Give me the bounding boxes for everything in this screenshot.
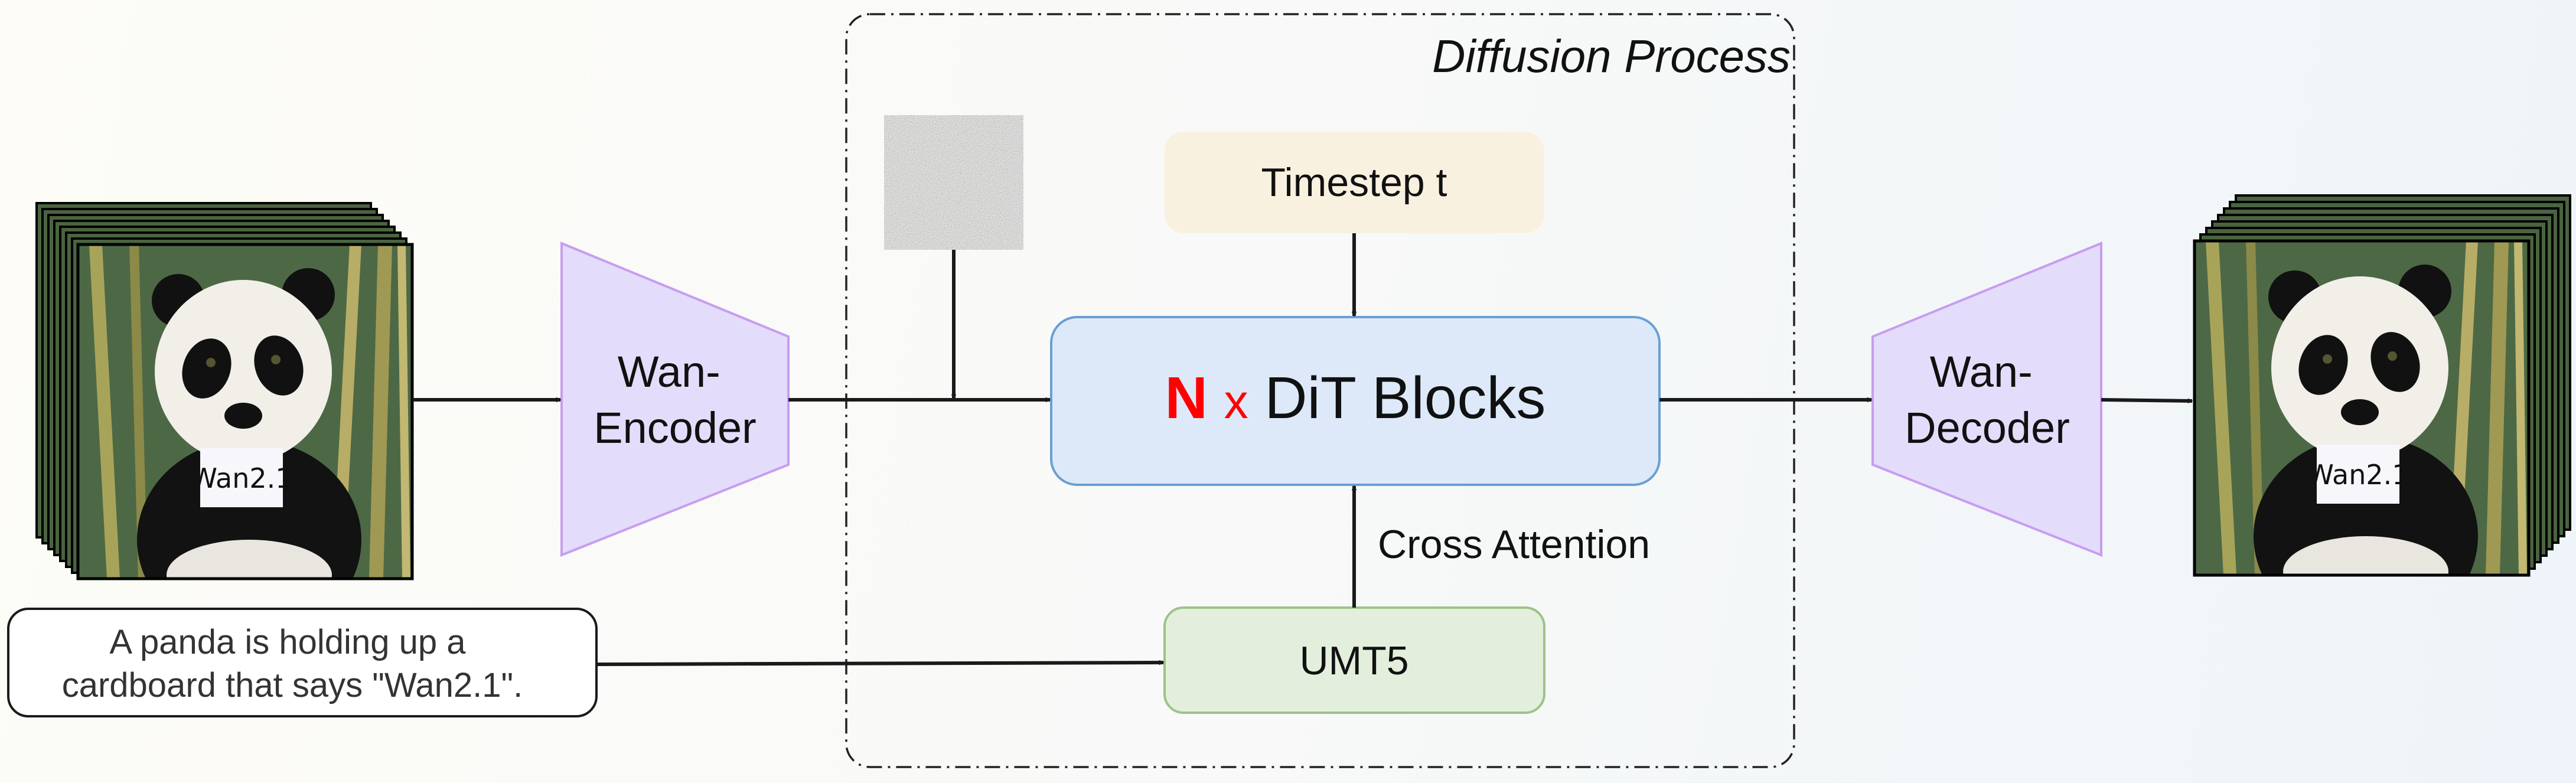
wan-decoder-block — [1871, 242, 2102, 557]
front-frame-border — [76, 243, 414, 580]
decoder-label-line2: Decoder — [1905, 403, 2070, 452]
sign-text: Wan2.1 — [2307, 459, 2409, 491]
cross-attention-label: Cross Attention — [1378, 522, 1650, 567]
timestep-label: Timestep t — [1261, 160, 1447, 205]
front-frame-border — [2193, 239, 2531, 577]
prompt-line1: A panda is holding up a — [109, 623, 466, 661]
svg-text:N x DiT Blocks: N x DiT Blocks — [1165, 365, 1546, 431]
encoder-label-line2: Encoder — [594, 403, 757, 452]
arrow-decoder-to-output — [2101, 398, 2192, 401]
timestep-block — [1165, 132, 1544, 233]
noise-latent-image — [884, 115, 1023, 250]
diffusion-process-group — [845, 13, 1795, 768]
decoder-label-line1: Wan- — [1930, 347, 2033, 396]
dit-label: DiT Blocks — [1264, 365, 1545, 431]
output-video-frames: Wan2.1 — [2193, 194, 2571, 637]
sign-text: Wan2.1 — [190, 462, 292, 494]
arrow-prompt-to-umt5 — [596, 663, 1163, 666]
svg-text:A panda is holding up a ca: A panda is holding up a cardboard that s… — [62, 623, 523, 704]
panda-frame-image — [78, 244, 412, 640]
umt5-label: UMT5 — [1299, 638, 1408, 683]
dit-times: x — [1224, 375, 1248, 429]
svg-text:Wan- Encoder: Wan- Encoder — [594, 347, 757, 452]
svg-text:Wan- Decoder: Wan- Decoder — [1905, 347, 2070, 452]
encoder-label-line1: Wan- — [618, 347, 720, 396]
wan-encoder-block — [560, 242, 790, 557]
input-video-frames: Wan2.1 — [35, 202, 414, 640]
prompt-line2: cardboard that says "Wan2.1". — [62, 666, 523, 704]
dit-count-n: N — [1165, 365, 1208, 431]
panda-frame-image — [2195, 241, 2529, 637]
diffusion-process-label: Diffusion Process — [1432, 30, 1791, 82]
